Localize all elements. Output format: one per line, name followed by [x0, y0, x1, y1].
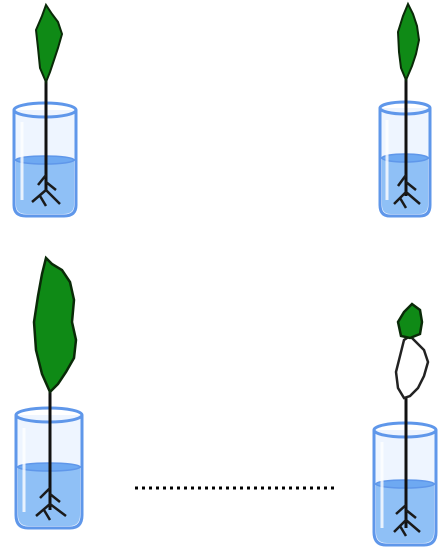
roots [35, 487, 67, 521]
leaf-dried-part [394, 334, 430, 400]
plant-glass-bottom-right [372, 302, 438, 547]
plant-glass-bottom-left [14, 255, 84, 530]
plant-glass-top-right [378, 1, 432, 218]
leaf [34, 2, 64, 85]
roots [393, 174, 421, 209]
roots [393, 504, 421, 537]
roots [31, 174, 61, 207]
leaf [396, 1, 421, 83]
plant-glass-top-left [12, 2, 78, 218]
leaf [396, 302, 424, 340]
leaf [32, 255, 78, 395]
